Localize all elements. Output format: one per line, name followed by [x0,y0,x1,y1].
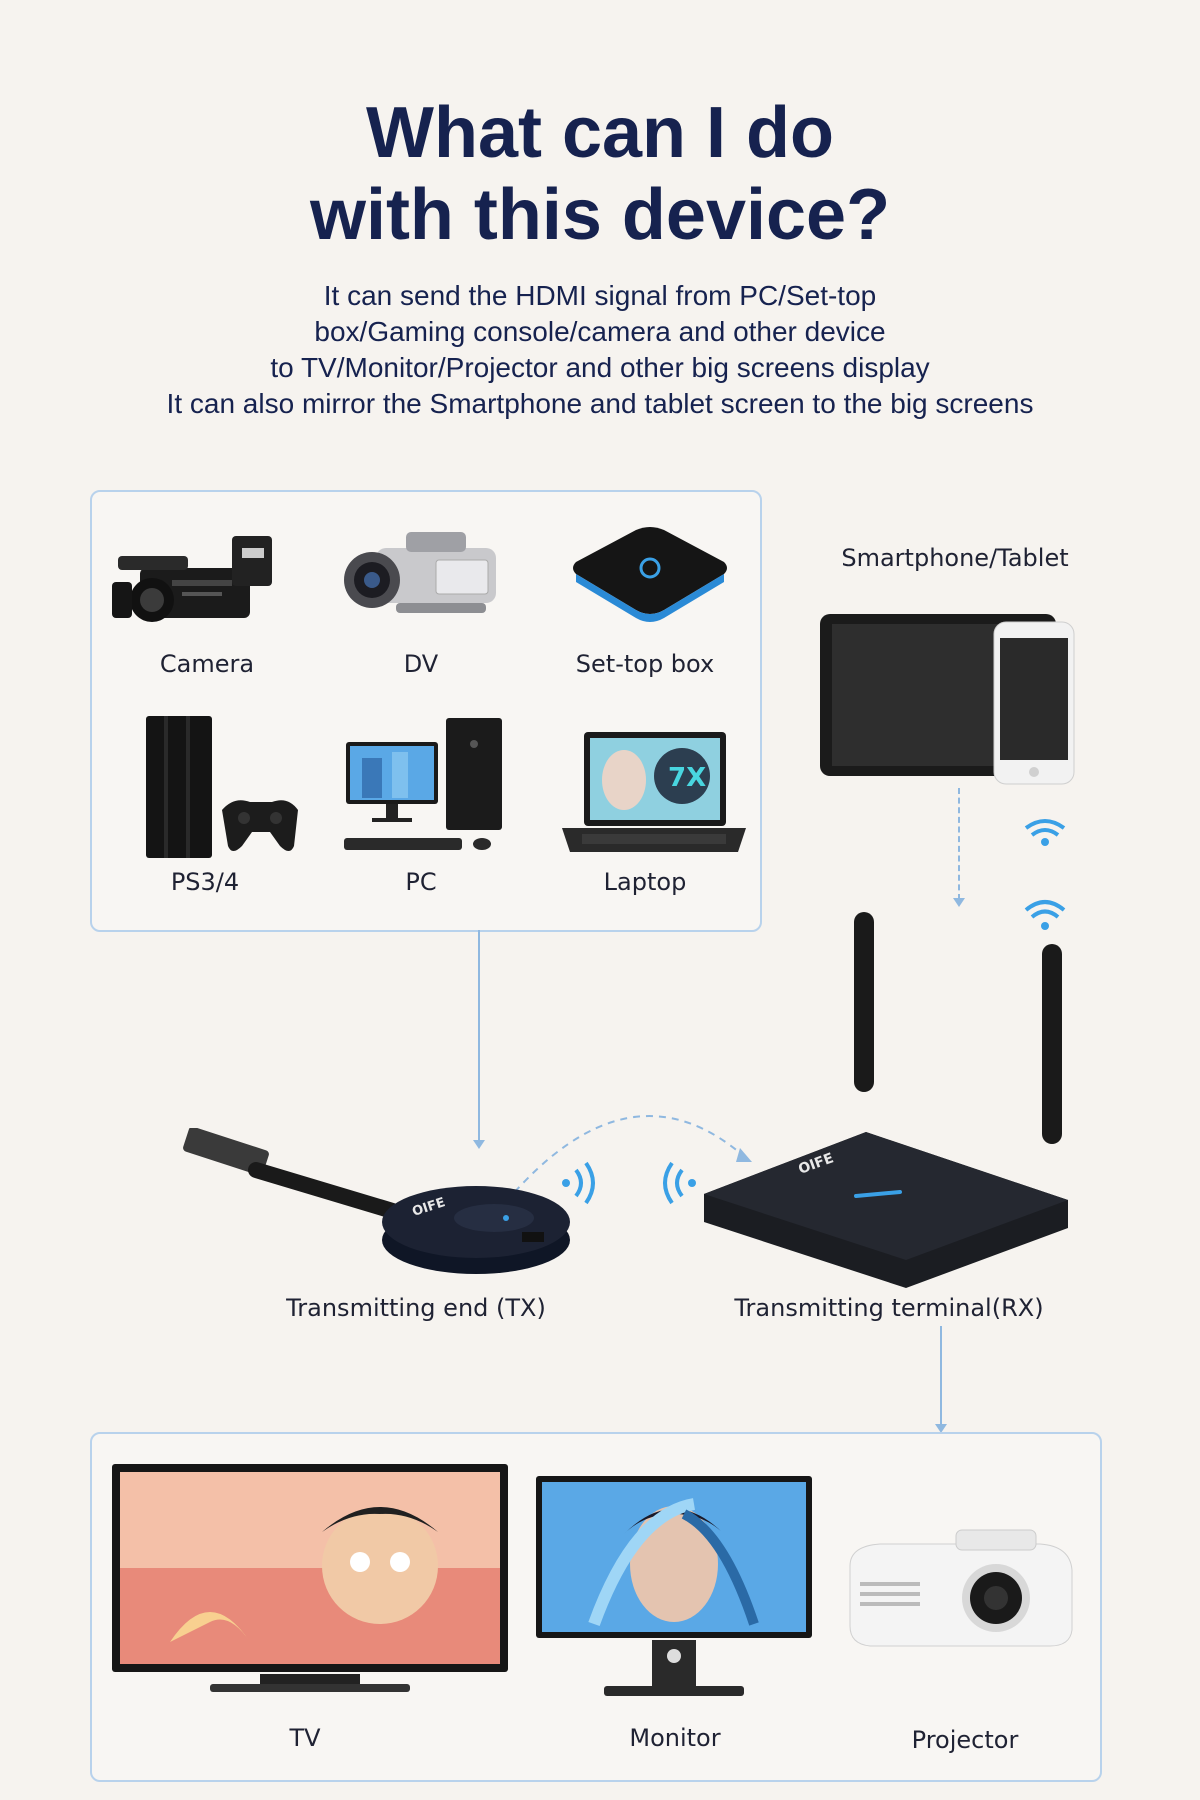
projector-device [840,1526,1080,1650]
wifi-icon-receiver [1022,898,1068,936]
tv-device [110,1462,510,1708]
transmitter-label: Transmitting end (TX) [286,1294,546,1322]
camera-icon [112,536,272,622]
display-label-monitor: Monitor [629,1724,721,1752]
source-label-pc: PC [405,868,437,896]
source-label-set-top-box: Set-top box [575,650,715,678]
dv-device [336,528,516,628]
set-top-box-device [566,512,732,632]
description-line-2: box/Gaming console/camera and other devi… [314,316,886,347]
monitor-device [534,1474,814,1704]
hdmi-dongle-icon [183,1126,570,1274]
pc-device [342,718,512,856]
sources-to-tx-connector [478,930,480,1142]
rx-signal-waves-icon [656,1160,698,1210]
tablet-smartphone-icon [820,614,1075,785]
laptop-device: 7X [562,730,746,856]
tx-signal-waves-icon [560,1160,602,1210]
source-label-camera: Camera [159,650,255,678]
mobile-arrow [953,898,965,907]
sources-arrow [473,1140,485,1149]
tv-icon [112,1464,508,1692]
displays-arrow [935,1424,947,1433]
mobile-to-rx-connector [958,788,960,900]
description-line-4: It can also mirror the Smartphone and ta… [166,388,1034,419]
receiver-box-icon [704,912,1068,1288]
camera-device [112,528,282,640]
display-label-projector: Projector [911,1726,1019,1754]
description: It can send the HDMI signal from PC/Set-… [0,278,1200,422]
display-label-tv: TV [289,1724,321,1752]
receiver-label: Transmitting terminal(RX) [734,1294,1044,1322]
monitor-icon [536,1476,812,1696]
dv-camcorder-icon [344,532,496,613]
mobile-devices [818,610,1078,786]
pc-icon [344,718,502,850]
set-top-box-icon [573,527,727,622]
rx-to-displays-connector [940,1326,942,1426]
source-label-ps: PS3/4 [170,868,240,896]
title-line-1: What can I do [366,93,834,173]
title-line-2: with this device? [309,175,891,255]
mobile-label: Smartphone/Tablet [841,544,1069,572]
game-console-icon [146,716,298,858]
laptop-icon: 7X [562,732,746,852]
page-title: What can I do with this device? [0,92,1200,256]
ps-device [142,714,300,862]
receiver-device [696,900,1076,1290]
svg-text:7X: 7X [668,763,706,793]
description-line-1: It can send the HDMI signal from PC/Set-… [323,280,877,311]
wifi-icon-mobile [1022,818,1068,852]
description-line-3: to TV/Monitor/Projector and other big sc… [270,352,930,383]
tx-rx-signal-arc [505,1115,752,1203]
source-label-laptop: Laptop [603,868,687,896]
projector-icon [849,1529,1073,1647]
transmitter-device [176,1126,596,1278]
source-label-dv: DV [403,650,439,678]
